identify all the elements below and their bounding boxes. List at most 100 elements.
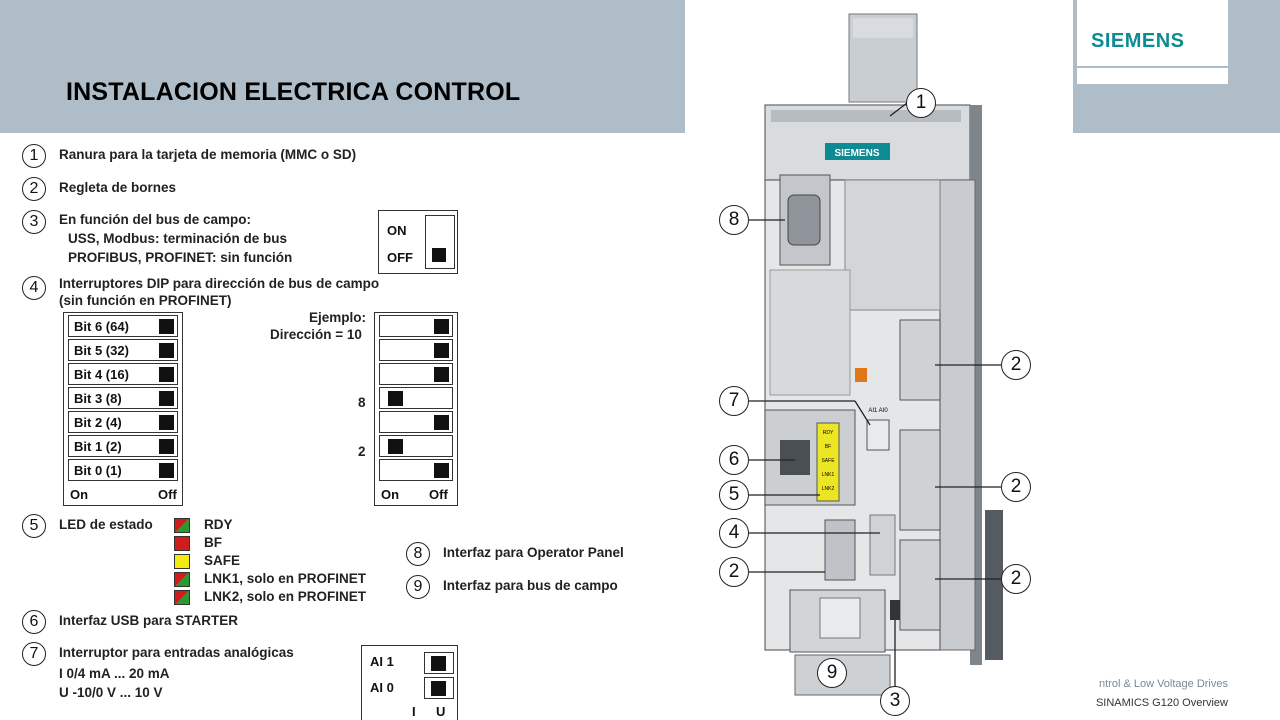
ai-switch-indicator [855,368,867,382]
dsub-connector [787,194,821,246]
callout-2: 2 [1001,564,1031,594]
legend-text: LED de estado [59,517,153,532]
dip-row [379,459,453,481]
led-label: BF [204,535,222,550]
dip-row: Bit 5 (32) [68,339,178,361]
termination-switch [890,600,900,620]
legend-text: En función del bus de campo: [59,212,252,227]
ai-switch [866,419,890,451]
dip-row: Bit 3 (8) [68,387,178,409]
dip-knob [434,367,449,382]
device-logo: SIEMENS [834,148,879,159]
legend-subtext: (sin función en PROFINET) [59,293,232,308]
analog-input-switch: AI 1 AI 0 I U [361,645,458,720]
legend-number: 9 [406,575,430,599]
example-value-2: 2 [358,444,366,459]
callout-5: 5 [719,480,749,510]
ai-label: AI 0 [370,680,394,695]
on-label: ON [387,223,407,238]
switch-knob [432,248,446,262]
callout-1: 1 [906,88,936,118]
dip-knob [434,343,449,358]
legend-text: Interruptores DIP para dirección de bus … [59,276,380,291]
legend-subtext: I 0/4 mA ... 20 mA [59,666,170,681]
dip-switch-box: Bit 6 (64) Bit 5 (32) Bit 4 (16) Bit 3 (… [63,312,183,506]
siemens-logo: SIEMENS [1091,30,1185,52]
bus-termination-switch: ON OFF [378,210,458,274]
callout-9: 9 [817,658,847,688]
ai-knob [431,681,446,696]
dip-row: Bit 2 (4) [68,411,178,433]
callout-2: 2 [1001,350,1031,380]
legend-number: 6 [22,610,46,634]
dip-knob [159,439,174,454]
off-label: OFF [387,250,413,265]
dip-switch-block [869,514,896,576]
led-label: RDY [204,517,233,532]
led-rdy [174,518,190,533]
dip-row [379,435,453,457]
legend-number: 1 [22,144,46,168]
legend-text: Interfaz USB para STARTER [59,613,239,628]
dip-row: Bit 4 (16) [68,363,178,385]
example-label: Ejemplo: [309,310,367,325]
ai-knob [431,656,446,671]
switch-slot [425,215,455,269]
dip-row [379,315,453,337]
dip-knob [159,415,174,430]
legend-text: Interfaz para Operator Panel [443,545,624,560]
led-lnk2 [174,590,190,605]
legend-text: Interfaz para bus de campo [443,578,618,593]
dip-label: Bit 1 (2) [74,439,122,454]
callout-3: 3 [880,686,910,716]
dip-row: Bit 6 (64) [68,315,178,337]
terminal-strip-upper [899,319,941,401]
legend-number: 7 [22,642,46,666]
dip-off-label: Off [429,487,448,502]
led-tag: RDY [823,430,834,436]
logo-box: SIEMENS [1077,0,1228,84]
example-address: Dirección = 10 [270,327,362,342]
leader-lines [749,102,1001,690]
dip-knob [434,415,449,430]
dip-label: Bit 2 (4) [74,415,122,430]
dip-knob [388,391,403,406]
ai-slot [424,677,454,699]
dip-row [379,411,453,433]
dip-knob [159,367,174,382]
terminal-strip-lower [899,539,941,631]
led-tag: SAFE [821,458,835,464]
dip-on-label: On [381,487,400,502]
legend-text: Ranura para la tarjeta de memoria (MMC o… [59,147,357,162]
dip-on-label: On [70,487,89,502]
side-clip [985,510,1003,660]
dip-knob [159,343,174,358]
dip-row [379,363,453,385]
led-label: SAFE [204,553,241,568]
legend-text: Regleta de bornes [59,180,177,195]
usb-port [780,440,810,475]
led-label: LNK2, solo en PROFINET [204,589,367,604]
legend-subtext: U -10/0 V ... 10 V [59,685,163,700]
legend-number: 4 [22,276,46,300]
logo-rule [1077,66,1228,68]
led-strip [816,422,840,502]
dip-label: Bit 4 (16) [74,367,129,382]
callout-4: 4 [719,518,749,548]
terminal-strip-left [824,519,856,581]
dip-label: Bit 5 (32) [74,343,129,358]
dip-knob [388,439,403,454]
led-bf [174,536,190,551]
dip-knob [434,463,449,478]
led-tag: LNK2 [822,486,835,492]
ai-tag: AI1 AI0 [868,408,888,414]
legend-text: Interruptor para entradas analógicas [59,645,294,660]
dip-label: Bit 3 (8) [74,391,122,406]
legend-number: 3 [22,210,46,234]
dip-knob [159,319,174,334]
example-value-8: 8 [358,395,366,410]
memory-card-label [853,18,913,38]
legend-subtext: USS, Modbus: terminación de bus [68,231,288,246]
footer-line-2: SINAMICS G120 Overview [1095,697,1228,709]
legend-subtext: PROFIBUS, PROFINET: sin función [68,250,293,265]
